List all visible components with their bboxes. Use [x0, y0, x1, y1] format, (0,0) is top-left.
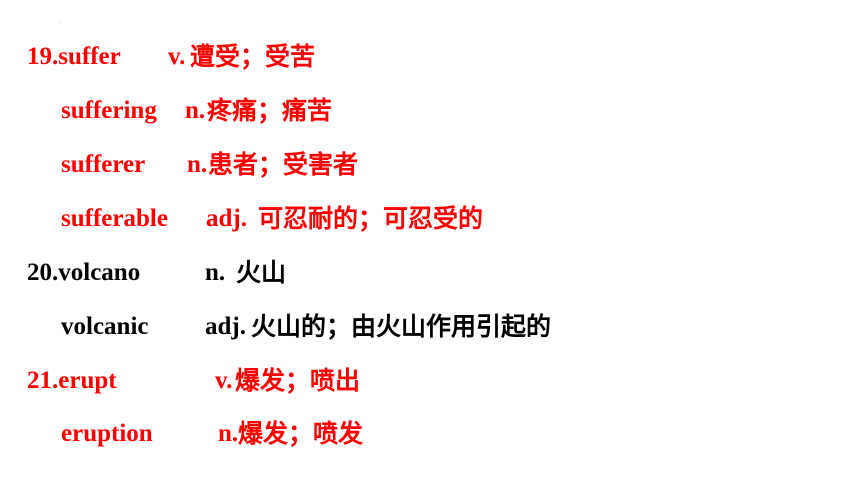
- vocab-meaning: 遭受；受苦: [190, 42, 316, 71]
- vocab-word: sufferable: [61, 205, 168, 232]
- vocab-word: sufferer: [61, 151, 146, 178]
- vocab-meaning: 火山的；由火山作用引起的: [251, 312, 552, 341]
- part-of-speech: v.: [168, 43, 186, 70]
- corner-mark: ·: [59, 20, 61, 26]
- part-of-speech: n.: [187, 151, 208, 178]
- vocab-word: volcanic: [61, 313, 149, 340]
- vocab-meaning: 火山: [236, 258, 287, 287]
- vocab-meaning: 患者；受害者: [208, 150, 359, 179]
- vocab-word: suffering: [61, 97, 157, 124]
- part-of-speech: v.: [215, 367, 233, 394]
- vocab-word: 20.volcano: [27, 259, 141, 286]
- part-of-speech: adj.: [206, 205, 247, 232]
- part-of-speech: adj.: [205, 313, 246, 340]
- part-of-speech: n.: [185, 97, 206, 124]
- vocab-word: eruption: [61, 420, 153, 447]
- vocab-word: 21.erupt: [27, 367, 117, 394]
- part-of-speech: n.: [218, 420, 239, 447]
- vocab-meaning: 爆发；喷发: [238, 419, 364, 448]
- vocab-meaning: 可忍耐的；可忍受的: [258, 204, 484, 233]
- vocab-meaning: 爆发；喷出: [235, 366, 361, 395]
- vocab-meaning: 疼痛；痛苦: [207, 96, 333, 125]
- part-of-speech: n.: [205, 259, 226, 286]
- vocab-word: 19.suffer: [27, 43, 121, 70]
